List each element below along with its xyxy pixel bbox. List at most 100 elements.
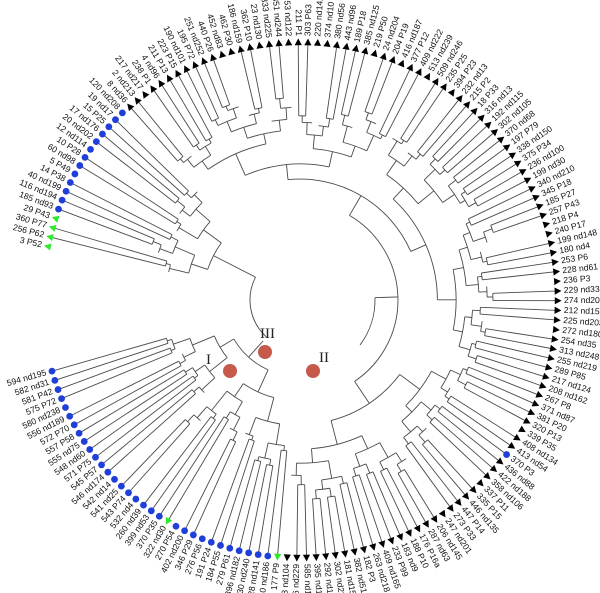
tip-marker-triangle (370, 49, 378, 58)
branch-segment (243, 127, 248, 139)
tip-marker-triangle (247, 43, 255, 51)
tip-marker-circle (70, 421, 78, 429)
tip-marker-circle (51, 376, 59, 384)
tip-marker-triangle (531, 399, 540, 407)
tip-marker-triangle (192, 61, 200, 69)
branch-segment (361, 435, 369, 449)
tip-marker-triangle (455, 95, 463, 103)
tip-marker-triangle (528, 186, 536, 193)
branch-segment (422, 106, 467, 157)
clade-label-I: I (206, 352, 211, 368)
branch-segment (82, 166, 176, 225)
tip-marker-triangle (544, 363, 553, 371)
tip-marker-circle (75, 429, 83, 437)
tip-marker-triangle (490, 129, 499, 137)
branch-segment (152, 419, 216, 509)
tip-marker-triangle (228, 47, 236, 56)
branch-segment (72, 360, 179, 416)
tip-marker-circle (62, 404, 69, 411)
branch-segment (480, 306, 555, 311)
branch-segment (225, 105, 229, 111)
branch-segment (160, 416, 225, 515)
branch-segment (468, 366, 538, 395)
tip-marker-triangle (542, 221, 551, 229)
tip-marker-circle (66, 179, 74, 186)
tip-marker-triangle (553, 277, 561, 286)
branch-segment (130, 423, 191, 491)
branch-segment (277, 450, 288, 555)
branch-segment (220, 440, 255, 543)
branch-segment (170, 236, 179, 241)
branch-segment (477, 355, 544, 377)
tip-marker-circle (99, 130, 106, 138)
branch-segment (431, 370, 447, 380)
tip-marker-circle (112, 116, 119, 124)
tip-marker-triangle (469, 485, 477, 494)
tip-marker-circle (58, 196, 66, 204)
branch-segment (168, 419, 229, 520)
branch-arc (266, 464, 273, 467)
tip-marker-circle (226, 544, 234, 552)
tip-marker-circle (264, 552, 272, 560)
branch-arc (379, 452, 397, 463)
branch-segment (60, 347, 171, 389)
branch-arc (193, 142, 200, 148)
branch-segment (444, 395, 450, 400)
branch-segment (340, 50, 356, 115)
branch-segment (253, 113, 257, 124)
branch-segment (467, 355, 477, 360)
branch-segment (342, 115, 346, 125)
tip-marker-circle (76, 162, 84, 169)
branch-segment (123, 419, 186, 485)
branch-segment (286, 164, 289, 180)
branch-segment (423, 169, 436, 181)
branch-segment (203, 229, 222, 244)
branch-arc (211, 117, 219, 122)
tip-marker-triangle (312, 554, 320, 562)
branch-arc (485, 257, 489, 265)
branch-segment (171, 348, 176, 351)
branch-segment (341, 476, 344, 484)
branch-arc (213, 335, 228, 358)
tip-marker-triangle (331, 551, 339, 560)
tip-marker-triangle (512, 433, 521, 441)
branch-segment (304, 484, 307, 555)
branch-segment (283, 445, 285, 451)
branch-segment (278, 120, 281, 132)
tip-label: 395 nd161 (312, 563, 325, 593)
branch-segment (319, 498, 327, 554)
branch-arc (326, 117, 334, 120)
branch-arc (474, 355, 478, 363)
branch-segment (194, 364, 206, 372)
tip-marker-triangle (341, 550, 349, 558)
branch-segment (117, 121, 189, 192)
tip-marker-triangle (379, 52, 387, 61)
branch-arc (349, 215, 399, 382)
branch-segment (422, 444, 466, 495)
branch-segment (462, 368, 468, 371)
tip-marker-triangle (378, 540, 386, 548)
branch-segment (161, 85, 200, 144)
tip-marker-triangle (413, 524, 421, 533)
branch-segment (466, 284, 479, 287)
branch-segment (131, 108, 179, 162)
branch-segment (138, 102, 184, 157)
branch-segment (388, 140, 398, 156)
tip-marker-circle (80, 438, 88, 445)
branch-segment (180, 158, 184, 163)
branch-segment (209, 357, 228, 372)
branch-arc (458, 249, 467, 286)
branch-segment (257, 108, 260, 113)
branch-arc (169, 234, 173, 240)
branch-segment (400, 83, 436, 139)
branch-segment (463, 155, 511, 189)
branch-segment (195, 67, 220, 119)
branch-segment (366, 121, 372, 133)
tip-label: 53 nd122 (282, 0, 294, 36)
branch-segment (332, 49, 347, 120)
branch-segment (232, 108, 237, 119)
tip-marker-triangle (166, 74, 174, 83)
branch-segment (72, 183, 173, 235)
branch-segment (450, 395, 516, 438)
root-arc (249, 276, 267, 338)
